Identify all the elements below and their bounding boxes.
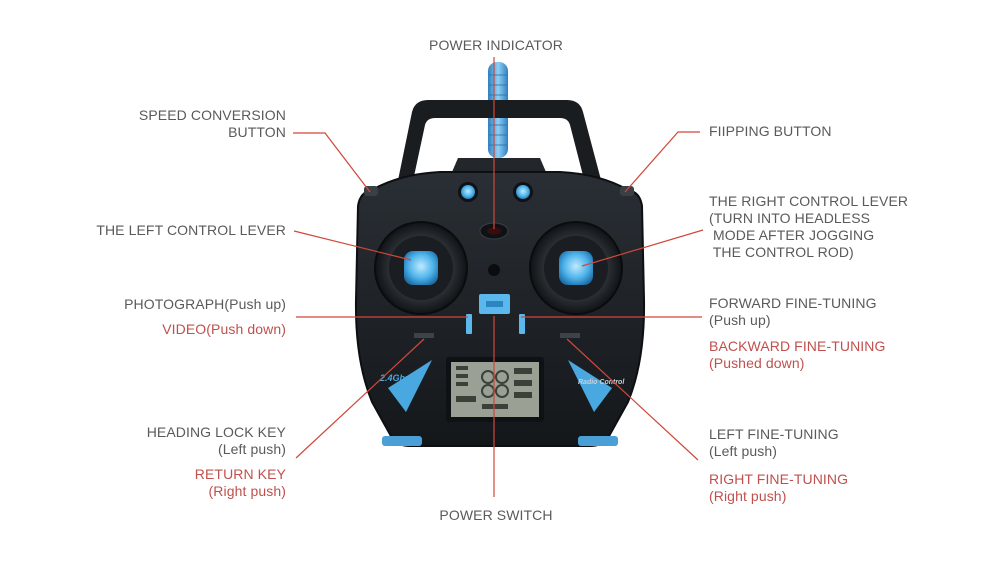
leader-flipping xyxy=(624,131,700,193)
forward-fine-tuning-label: FORWARD FINE-TUNING (Push up) xyxy=(709,295,877,328)
left-trim-label xyxy=(414,333,434,338)
right-blue-accent xyxy=(568,360,612,412)
top-panel xyxy=(452,158,546,172)
leader-right-lever xyxy=(581,229,704,267)
flipping-button[interactable] xyxy=(620,186,634,196)
left-foot xyxy=(382,436,422,446)
right-fine-tuning-label: RIGHT FINE-TUNING (Right push) xyxy=(709,471,849,504)
right-foot xyxy=(578,436,618,446)
power-switch-label: POWER SWITCH xyxy=(439,507,553,523)
left-control-lever[interactable] xyxy=(374,221,468,315)
leader-heading-lock xyxy=(295,338,425,459)
return-key-label: RETURN KEY (Right push) xyxy=(194,466,286,499)
photograph-label: PHOTOGRAPH(Push up) xyxy=(124,296,286,312)
left-trim-toggle[interactable] xyxy=(466,314,472,334)
video-label: VIDEO(Push down) xyxy=(162,321,286,337)
left-control-lever-label: THE LEFT CONTROL LEVER xyxy=(96,222,286,238)
leader-left-trim xyxy=(566,338,699,461)
backward-fine-tuning-label: BACKWARD FINE-TUNING (Pushed down) xyxy=(709,338,886,371)
top-right-button[interactable] xyxy=(513,182,533,202)
right-control-lever[interactable] xyxy=(529,221,623,315)
heading-lock-label: HEADING LOCK KEY (Left push) xyxy=(146,424,286,457)
top-left-button[interactable] xyxy=(458,182,478,202)
leader-speed-conversion xyxy=(293,132,371,193)
speed-conversion-label: SPEED CONVERSION BUTTON xyxy=(138,107,286,140)
flipping-button-label: FIIPPING BUTTON xyxy=(709,123,832,139)
right-trim-toggle[interactable] xyxy=(519,314,525,334)
leader-lines xyxy=(293,57,704,497)
photo-video-switch[interactable] xyxy=(479,294,510,314)
power-indicator-label: POWER INDICATOR xyxy=(429,37,563,53)
lcd-display xyxy=(446,357,544,422)
center-sensor xyxy=(488,264,500,276)
right-trim-label xyxy=(560,333,580,338)
right-control-lever-label: THE RIGHT CONTROL LEVER (TURN INTO HEADL… xyxy=(709,193,909,260)
brand-text: Radio Control xyxy=(578,379,625,386)
carry-handle xyxy=(395,100,605,195)
leader-left-lever xyxy=(293,230,412,261)
left-fine-tuning-label: LEFT FINE-TUNING (Left push) xyxy=(709,426,839,459)
frequency-text: 2.4Ghz xyxy=(379,373,410,383)
left-blue-accent xyxy=(388,360,432,412)
